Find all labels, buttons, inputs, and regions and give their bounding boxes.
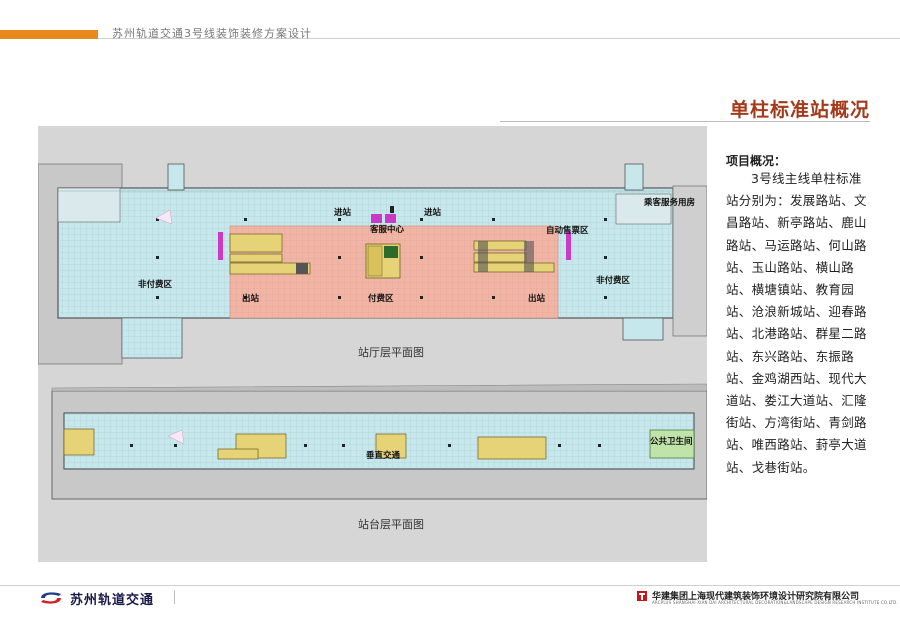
platform-direction-arrow: [167, 429, 185, 445]
concourse-caption: 站厅层平面图: [358, 346, 424, 359]
label-passenger-rooms: 乘客服务用房: [644, 198, 696, 208]
label-unpaid-right: 非付费区: [596, 276, 631, 286]
label-ticket-area: 自动售票区: [546, 226, 589, 236]
overview-heading: 项目概况：: [726, 154, 787, 168]
footer-company: 华建集团上海现代建筑装饰环境设计研究院有限公司: [652, 592, 860, 602]
vertical-transport-core: [375, 433, 407, 459]
project-title: 苏州轨道交通3号线装饰装修方案设计: [112, 27, 312, 40]
footer-separator: [174, 590, 175, 604]
title-underline: [500, 121, 870, 122]
footer-brand: 苏州轨道交通: [70, 593, 155, 608]
ticket-machines-right: [566, 232, 571, 260]
platform-caption: 站台层平面图: [358, 518, 424, 531]
platform-escalator-right: [477, 436, 547, 460]
escalator-right: [473, 240, 555, 273]
concourse-columns: [156, 218, 607, 299]
service-center-room: [371, 214, 382, 223]
platform-columns: [130, 444, 601, 447]
label-unpaid-left: 非付费区: [138, 280, 173, 290]
label-entry-right: 进站: [424, 208, 442, 218]
overview-body: 3号线主线单柱标准站分别为：发展路站、文昌路站、新亭路站、鹿山路站、马运路站、何…: [726, 171, 867, 475]
label-public-toilet: 公共卫生间: [650, 437, 693, 447]
floor-plans-drawing: [38, 163, 707, 500]
page-title: 单柱标准站概况: [729, 99, 870, 121]
ticket-machines-left: [218, 232, 223, 260]
concourse-plan: [38, 163, 707, 365]
direction-arrow: [155, 209, 173, 225]
label-exit-left: 出站: [242, 294, 260, 304]
service-center-room: [385, 214, 396, 223]
label-vertical-transport: 垂直交通: [366, 451, 401, 461]
floor-plans-panel: 进站 进站 客服中心 自动售票区 乘客服务用房 非付费区 非付费区 出站 出站 …: [38, 126, 707, 562]
header-accent-bar: [0, 30, 98, 39]
label-entry-left: 进站: [334, 208, 352, 218]
header-rule: [98, 38, 900, 39]
suzhou-metro-logo: [41, 592, 61, 604]
footer-rule: [0, 585, 900, 586]
label-paid-area: 付费区: [368, 294, 394, 304]
escalator-left: [229, 233, 311, 275]
public-toilet-room: [649, 429, 695, 459]
label-service-center: 客服中心: [370, 225, 405, 235]
label-exit-right: 出站: [528, 294, 546, 304]
company-logo-icon: [637, 591, 647, 601]
platform-plan: [51, 383, 707, 500]
footer-company-en: ARCPLUS SHANGHAI XIAN DAI ARCHITECTURAL …: [652, 600, 898, 605]
